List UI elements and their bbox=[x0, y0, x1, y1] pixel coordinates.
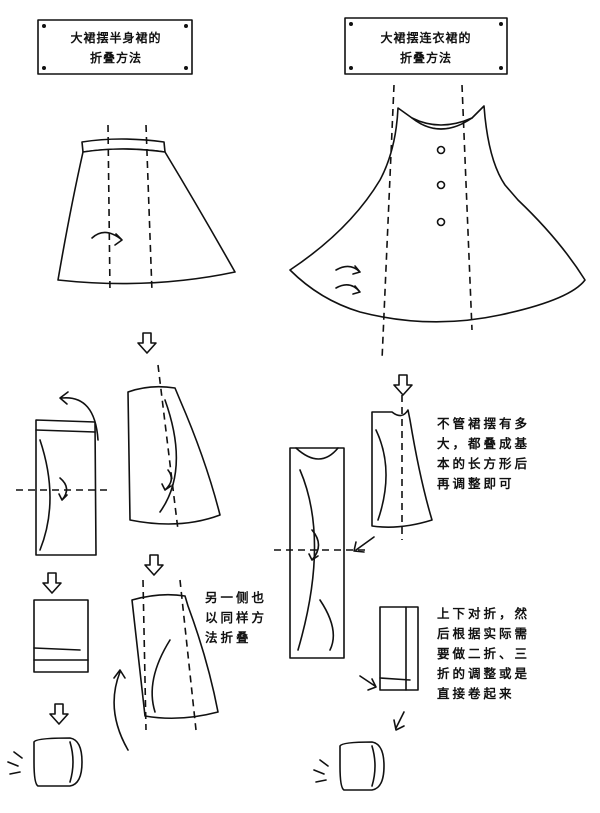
left-title-line: 大裙摆半身裙的 bbox=[70, 31, 162, 45]
fold-arrow-icon bbox=[91, 231, 123, 246]
fold-over-arrow-icon bbox=[59, 391, 99, 441]
dress-rolled bbox=[313, 741, 385, 791]
right-note-1: 不管裙摆有多 大，都叠成基 本的长方形后 再调整即可 bbox=[437, 414, 530, 494]
note-line: 折的调整或是 bbox=[437, 666, 531, 681]
left-title: 大裙摆半身裙的 折叠方法 bbox=[40, 28, 192, 68]
note-line: 要做二折、三 bbox=[437, 646, 531, 661]
skirt-fold-half bbox=[127, 364, 221, 531]
arrow-icon bbox=[393, 711, 405, 731]
skirt-folded-square bbox=[33, 599, 89, 673]
left-title-line: 折叠方法 bbox=[89, 51, 142, 65]
skirt-rolled bbox=[7, 737, 83, 787]
note-line: 再调整即可 bbox=[437, 476, 515, 491]
note-line: 上下对折，然 bbox=[437, 606, 531, 621]
down-arrow-icon bbox=[42, 572, 62, 594]
dress-flat bbox=[289, 84, 586, 361]
down-arrow-icon bbox=[393, 374, 413, 396]
note-line: 本的长方形后 bbox=[437, 456, 531, 471]
arrow-icon bbox=[353, 536, 375, 553]
fold-arrow-icon bbox=[58, 477, 68, 501]
right-title-box bbox=[344, 17, 508, 75]
curved-up-arrow-icon bbox=[113, 669, 129, 751]
right-note-2: 上下对折，然 后根据实际需 要做二折、三 折的调整或是 直接卷起来 bbox=[437, 604, 530, 704]
note-line: 后根据实际需 bbox=[437, 626, 531, 641]
right-title: 大裙摆连衣裙的 折叠方法 bbox=[345, 28, 507, 68]
dress-rectangle bbox=[274, 447, 375, 659]
dress-folded-square bbox=[379, 606, 419, 691]
note-line: 另一侧也 bbox=[205, 590, 268, 605]
fold-arrow-icon bbox=[161, 469, 173, 491]
note-line: 大，都叠成基 bbox=[437, 436, 531, 451]
right-title-line: 大裙摆连衣裙的 bbox=[380, 31, 472, 45]
skirt-flat bbox=[57, 124, 236, 293]
skirt-fold-other-side bbox=[113, 579, 219, 751]
note-line: 法折叠 bbox=[205, 630, 252, 645]
fold-arrow-icon bbox=[335, 265, 361, 295]
dress-fold-half bbox=[371, 395, 433, 540]
down-arrow-icon bbox=[137, 332, 157, 354]
fold-arrow-icon bbox=[308, 529, 320, 561]
left-note: 另一侧也 以同样方 法折叠 bbox=[205, 588, 267, 648]
note-line: 直接卷起来 bbox=[437, 686, 515, 701]
down-arrow-icon bbox=[144, 554, 164, 576]
right-title-line: 折叠方法 bbox=[399, 51, 452, 65]
note-line: 不管裙摆有多 bbox=[437, 416, 531, 431]
down-arrow-icon bbox=[49, 703, 69, 725]
note-line: 以同样方 bbox=[205, 610, 268, 625]
left-title-box bbox=[37, 19, 193, 75]
skirt-rectangle bbox=[16, 391, 112, 556]
arrow-icon bbox=[359, 675, 377, 691]
